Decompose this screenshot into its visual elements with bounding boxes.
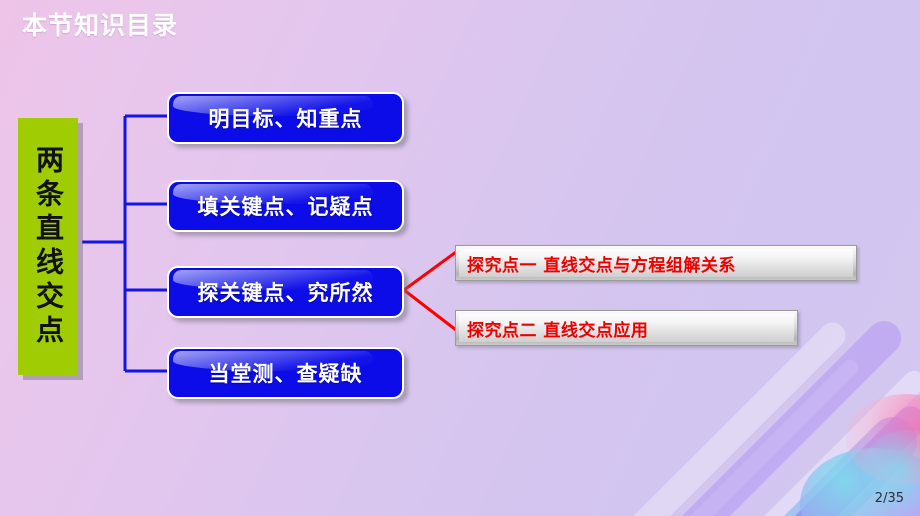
page-title: 本节知识目录 (22, 12, 179, 40)
outline-node-1[interactable]: 明目标、知重点 (167, 92, 404, 144)
outline-node-3-label: 探关键点、究所然 (197, 281, 374, 305)
outline-node-4[interactable]: 当堂测、查疑缺 (167, 347, 404, 399)
explore-point-2-label: 探究点二 直线交点应用 (467, 320, 649, 341)
explore-point-2[interactable]: 探究点二 直线交点应用 (455, 310, 798, 346)
outline-node-1-label: 明目标、知重点 (208, 107, 363, 131)
outline-node-2-label: 填关键点、记疑点 (197, 195, 374, 219)
title-bar: 本节知识目录 (0, 0, 920, 46)
explore-point-1-label: 探究点一 直线交点与方程组解关系 (467, 255, 736, 276)
root-topic-label: 两条直线交点 (32, 144, 65, 349)
explore-point-1[interactable]: 探究点一 直线交点与方程组解关系 (455, 245, 857, 281)
outline-node-4-label: 当堂测、查疑缺 (208, 362, 363, 386)
outline-node-2[interactable]: 填关键点、记疑点 (167, 180, 404, 232)
root-topic-box: 两条直线交点 (18, 118, 78, 375)
outline-node-3[interactable]: 探关键点、究所然 (167, 266, 404, 318)
explore-point-1-inner: 探究点一 直线交点与方程组解关系 (459, 249, 853, 277)
page-number: 2/35 (874, 491, 904, 506)
explore-point-2-inner: 探究点二 直线交点应用 (459, 314, 794, 342)
